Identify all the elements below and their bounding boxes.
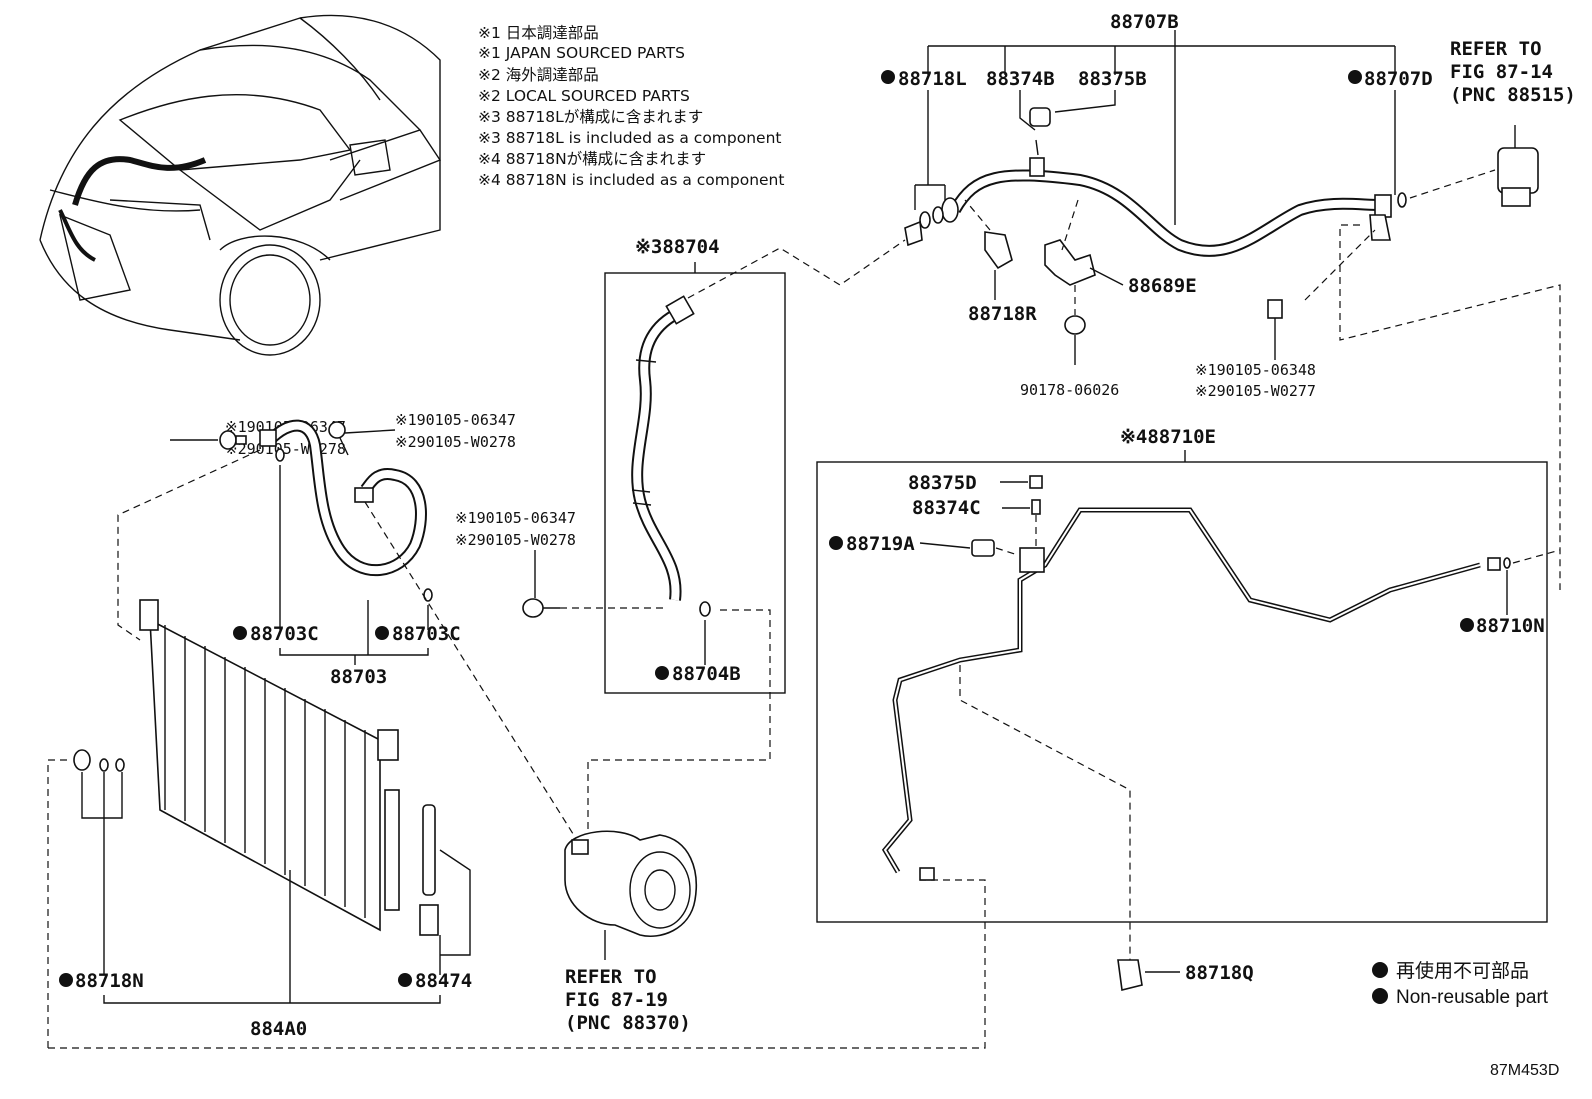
note-line: ※1 日本調達部品 bbox=[478, 24, 599, 42]
label-88703C: 88703C bbox=[392, 623, 461, 645]
refer-text: FIG 87-19 bbox=[565, 989, 668, 1011]
condenser-assembly: 88718N 88474 884A0 bbox=[47, 599, 986, 1049]
liquid-tube-box: ※488710E 88375D 88374C 88719A 88710N 887… bbox=[816, 426, 1561, 991]
note-line: ※4 88718N is included as a component bbox=[478, 171, 784, 189]
label-88707D: 88707D bbox=[1364, 68, 1433, 90]
legend-dot-icon bbox=[1372, 962, 1388, 978]
refer-text: REFER TO bbox=[565, 966, 657, 988]
vehicle-illustration bbox=[39, 14, 442, 356]
refer-text: REFER TO bbox=[1450, 38, 1542, 60]
refer-text: (PNC 88515) bbox=[1450, 84, 1576, 106]
label-88703: 88703 bbox=[330, 666, 387, 688]
discharge-hose-assembly: 88707B 88718L 88374B 88375B 88707D REFER… bbox=[881, 11, 1576, 590]
refer-text: FIG 87-14 bbox=[1450, 61, 1553, 83]
label-bolt-90105-06348: ※190105-06348 bbox=[1195, 361, 1316, 379]
note-line: ※3 88718Lが構成に含まれます bbox=[478, 108, 703, 126]
label-88375B: 88375B bbox=[1078, 68, 1147, 90]
label-88703C: 88703C bbox=[250, 623, 319, 645]
label-884A0: 884A0 bbox=[250, 1018, 307, 1040]
legend-text-jp: 再使用不可部品 bbox=[1396, 960, 1529, 982]
note-line: ※2 LOCAL SOURCED PARTS bbox=[478, 87, 690, 105]
notes-block: ※1 日本調達部品 ※1 JAPAN SOURCED PARTS ※2 海外調達… bbox=[478, 24, 784, 189]
compressor-illustration: REFER TO FIG 87-19 (PNC 88370) bbox=[564, 830, 697, 1034]
legend-dot-icon bbox=[1372, 988, 1388, 1004]
diagram-code: 87M453D bbox=[1490, 1062, 1559, 1079]
note-line: ※4 88718Nが構成に含まれます bbox=[478, 150, 706, 168]
label-bolt-90105-W0278: ※290105-W0278 bbox=[455, 531, 576, 549]
label-bolt-90105-06347: ※190105-06347 bbox=[455, 509, 576, 527]
label-88710N: 88710N bbox=[1476, 615, 1545, 637]
label-bolt-90105-W0278: ※290105-W0278 bbox=[395, 433, 516, 451]
refer-text: (PNC 88370) bbox=[565, 1012, 691, 1034]
label-88374C: 88374C bbox=[912, 497, 981, 519]
label-88719A: 88719A bbox=[846, 533, 915, 555]
label-88704B: 88704B bbox=[672, 663, 741, 685]
note-line: ※3 88718L is included as a component bbox=[478, 129, 782, 147]
label-88718L: 88718L bbox=[898, 68, 967, 90]
label-88375D: 88375D bbox=[908, 472, 977, 494]
legend-text-en: Non-reusable part bbox=[1396, 987, 1549, 1008]
note-line: ※1 JAPAN SOURCED PARTS bbox=[478, 44, 685, 62]
suction-hose-box: ※388704 88704B bbox=[587, 236, 906, 850]
label-88710E: ※488710E bbox=[1120, 426, 1216, 448]
bolt-group-middle: ※190105-06347 ※290105-W0278 bbox=[455, 509, 665, 618]
label-88374B: 88374B bbox=[986, 68, 1055, 90]
note-line: ※2 海外調達部品 bbox=[478, 66, 599, 84]
label-88707B: 88707B bbox=[1110, 11, 1179, 33]
legend: 再使用不可部品 Non-reusable part bbox=[1372, 960, 1549, 1008]
label-88718Q: 88718Q bbox=[1185, 962, 1254, 984]
label-88718N: 88718N bbox=[75, 970, 144, 992]
label-88718R: 88718R bbox=[968, 303, 1037, 325]
label-88689E: 88689E bbox=[1128, 275, 1197, 297]
label-90178-06026: 90178-06026 bbox=[1020, 381, 1119, 399]
label-bolt-90105-W0277: ※290105-W0277 bbox=[1195, 382, 1316, 400]
label-88474: 88474 bbox=[415, 970, 472, 992]
label-bolt-90105-06347: ※190105-06347 bbox=[395, 411, 516, 429]
label-88704: ※388704 bbox=[635, 236, 720, 258]
discharge-hose-88703: ※190105-06347 ※290105-W0278 ※190105-0634… bbox=[117, 411, 581, 846]
